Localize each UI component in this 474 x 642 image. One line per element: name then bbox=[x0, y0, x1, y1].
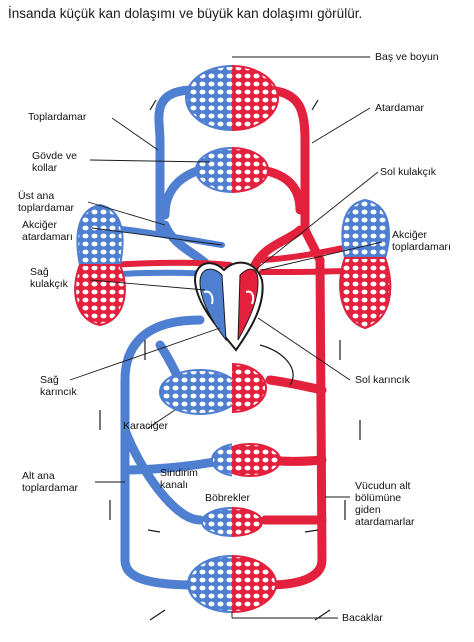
page-title: İnsanda küçük kan dolaşımı ve büyük kan … bbox=[8, 6, 363, 21]
label-akciger-atardamari: Akciğer atardamarı bbox=[22, 219, 73, 243]
heart bbox=[193, 261, 264, 352]
capillary-trunk-arms bbox=[195, 147, 269, 193]
capillary-legs bbox=[187, 555, 277, 613]
label-karaciger: Karaciğer bbox=[123, 420, 168, 432]
label-sag-karincik: Sağ karıncık bbox=[40, 374, 77, 398]
label-vucudun-alt: Vücudun alt bölümüne giden atardamarlar bbox=[355, 480, 415, 528]
label-bas-ve-boyun: Baş ve boyun bbox=[375, 51, 439, 63]
label-bacaklar: Bacaklar bbox=[342, 612, 383, 624]
capillary-liver bbox=[159, 363, 267, 415]
flow-arrows bbox=[99, 99, 361, 621]
label-sag-kulakcik: Sağ kulakçık bbox=[30, 266, 68, 290]
capillary-right-lung bbox=[339, 198, 392, 330]
label-sol-kulakcik: Sol kulakçık bbox=[380, 166, 437, 178]
leader-lines bbox=[69, 56, 383, 619]
label-sindirim-kanali: Sindirim kanalı bbox=[160, 467, 198, 491]
label-sol-karincik: Sol karıncık bbox=[355, 374, 410, 386]
label-bobrekler: Böbrekler bbox=[205, 492, 250, 504]
label-atardamar: Atardamar bbox=[375, 102, 425, 114]
capillary-digestive bbox=[211, 443, 281, 477]
capillary-left-lung bbox=[74, 203, 126, 327]
label-ust-ana-toplardamar: Üst ana toplardamar bbox=[18, 190, 75, 214]
label-govde-ve-kollar: Gövde ve kollar bbox=[32, 150, 77, 174]
label-akciger-toplardamari: Akciğer toplardamarı bbox=[392, 229, 451, 253]
label-toplardamar: Toplardamar bbox=[28, 111, 87, 123]
label-alt-ana-toplardamar: Alt ana toplardamar bbox=[22, 470, 79, 494]
capillary-kidneys bbox=[201, 507, 263, 537]
capillary-head-neck bbox=[185, 65, 279, 131]
